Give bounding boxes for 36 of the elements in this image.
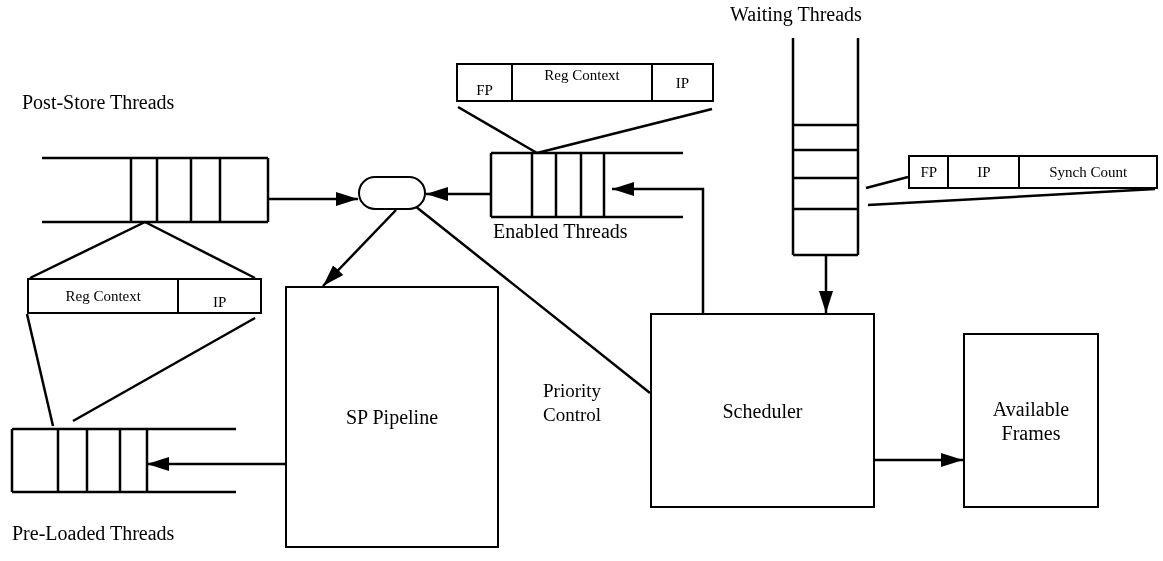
queue-label: Pre-Loaded Threads: [12, 521, 175, 545]
field-label: IP: [947, 157, 1019, 187]
field-label: Synch Count: [1018, 157, 1156, 187]
box-label: SP Pipeline: [345, 405, 439, 429]
field-label: FP: [475, 81, 494, 100]
record-layout: [27, 278, 262, 314]
connector-line: [867, 187, 1156, 207]
field-label: FP: [919, 163, 939, 182]
process-box: [963, 333, 1099, 508]
queue-label: Post-Store Threads: [22, 90, 175, 114]
field-label: IP: [177, 280, 260, 312]
arrow: [268, 192, 358, 206]
connector-line: [25, 313, 55, 427]
arrow: [612, 182, 705, 313]
connector-line: [457, 105, 538, 155]
connector-line: [144, 220, 256, 280]
box-label: Scheduler: [722, 398, 803, 423]
connector-line: [536, 107, 713, 155]
connector-line: [72, 316, 256, 423]
arrow: [819, 255, 833, 313]
arrow: [875, 453, 963, 467]
field-label: Reg Context: [511, 65, 651, 100]
queue-label: Waiting Threads: [730, 2, 862, 26]
connector-line: [865, 175, 909, 190]
connector-line: [29, 220, 146, 280]
record-layout: [908, 155, 1158, 189]
arrow: [322, 209, 397, 287]
box-label: Available Frames: [991, 396, 1071, 445]
arrow: [147, 457, 285, 471]
arrow: [426, 187, 491, 201]
process-box: [650, 313, 875, 508]
field-label: IP: [650, 65, 712, 100]
process-box: [285, 286, 499, 548]
field-label: Reg Context: [64, 287, 142, 306]
queue-label: Enabled Threads: [493, 219, 628, 243]
record-layout: [456, 63, 714, 102]
